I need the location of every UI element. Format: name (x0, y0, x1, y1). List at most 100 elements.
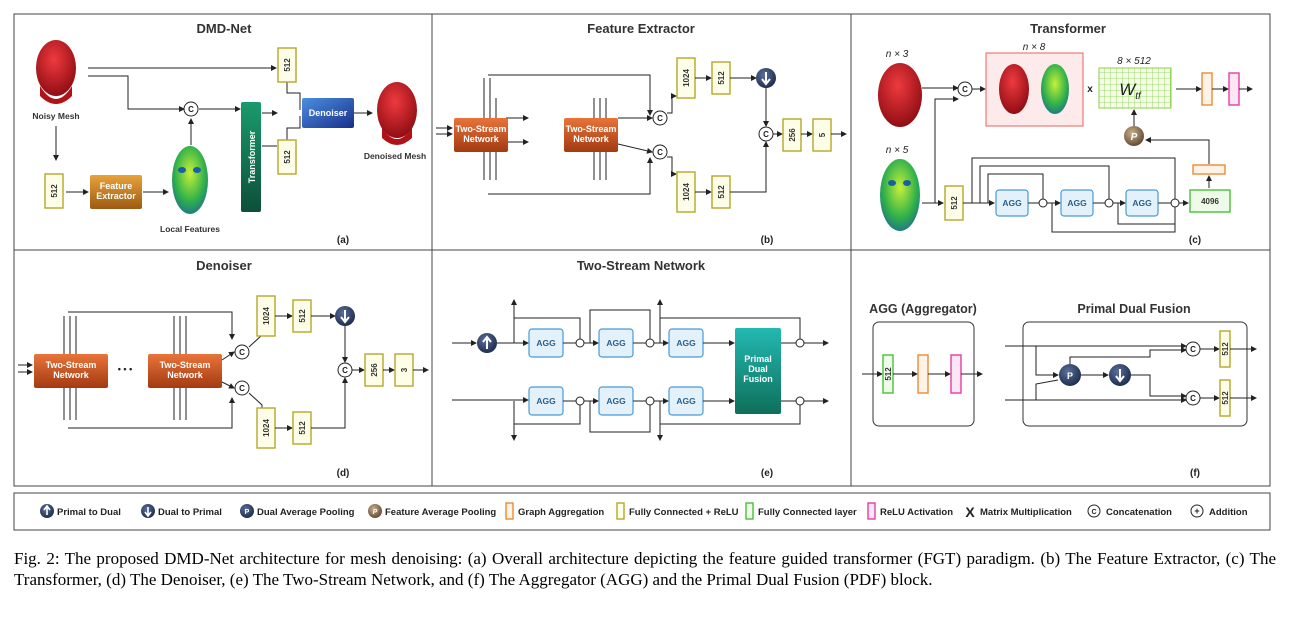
dim-label: 8 × 512 (1117, 56, 1151, 67)
panel-a-label: (a) (337, 235, 349, 246)
panel-b-title: Feature Extractor (587, 21, 695, 36)
fc-label: 512 (717, 71, 726, 85)
denoiser-label: Denoiser (309, 108, 348, 118)
concat-icon (234, 344, 250, 360)
fc-label: 1024 (262, 419, 271, 437)
concat-icon (234, 380, 250, 396)
fc-relu-box (277, 47, 297, 83)
legend-label: Fully Connected layer (758, 507, 857, 518)
svg-text:P: P (245, 509, 250, 516)
fc-relu-box (44, 173, 64, 209)
fc-label: 512 (884, 367, 893, 381)
legend-item: Fully Connected + ReLU (616, 502, 739, 520)
concat-label: C (239, 384, 245, 393)
fc-label: 1024 (682, 183, 691, 201)
panel-f: AGG (Aggregator) 512 Primal Dual Fusion … (862, 302, 1257, 479)
addition-icon (795, 396, 805, 406)
dim-label: n × 3 (886, 49, 909, 60)
concat-label: C (1190, 345, 1196, 354)
fc-relu-box (277, 139, 297, 175)
panel-e: Two-Stream Network AGG AGG AGG AGG AGG A… (452, 258, 829, 479)
panel-c-label: (c) (1189, 235, 1201, 246)
pool-label: P (1131, 132, 1138, 143)
feature-average-pooling-icon (1124, 126, 1144, 146)
pdf-title: Primal Dual Fusion (1077, 302, 1190, 316)
concat-label: C (1190, 394, 1196, 403)
fc-label: 512 (298, 421, 307, 435)
local-features-image (172, 146, 208, 214)
addition-icon (1170, 198, 1180, 208)
legend-label: Feature Average Pooling (385, 507, 496, 518)
legend-label: ReLU Activation (880, 507, 953, 518)
matrix-multiplication-icon: X (965, 504, 975, 520)
fc-label: 5 (818, 132, 827, 137)
legend-label: Concatenation (1106, 507, 1172, 518)
agg-label: AGG (676, 338, 696, 348)
fc-label: 512 (283, 58, 292, 72)
transformer-label: Transformer (247, 130, 257, 183)
legend-item: Graph Aggregation (505, 502, 604, 520)
legend-label: Dual Average Pooling (257, 507, 355, 518)
fc-label: 1024 (262, 307, 271, 325)
fc-label: 512 (950, 196, 959, 210)
fc-label: 512 (1221, 342, 1230, 356)
legend-item: P Feature Average Pooling (368, 504, 496, 518)
two-stream-block (454, 118, 508, 152)
pool-label: P (1067, 371, 1073, 381)
fc-label: 512 (283, 150, 292, 164)
panel-b-label: (b) (761, 235, 774, 246)
concat-icon (652, 110, 668, 126)
legend-label: Graph Aggregation (518, 507, 604, 518)
two-stream-block (34, 354, 108, 388)
fc-label: 256 (370, 363, 379, 377)
legend-item: C Concatenation (1087, 504, 1172, 518)
concat-icon (183, 101, 199, 117)
panel-a-title: DMD-Net (197, 21, 253, 36)
dim-label: n × 5 (886, 145, 909, 156)
relu-activation-icon (867, 502, 876, 520)
fully-connected-relu-icon (616, 502, 625, 520)
concat-label: C (763, 130, 769, 139)
addition-icon (575, 338, 585, 348)
graph-aggregation-box (917, 354, 929, 394)
fc-label: 4096 (1201, 197, 1219, 206)
denoised-mesh-label: Denoised Mesh (364, 151, 426, 161)
legend-label: Matrix Multiplication (980, 507, 1072, 518)
dual-average-pooling-icon (240, 504, 254, 518)
figure-caption: Fig. 2: The proposed DMD-Net architectur… (14, 549, 1276, 589)
addition-icon (575, 396, 585, 406)
legend: Primal to Dual Dual to Primal P Dual Ave… (40, 502, 1248, 520)
fc-label: 512 (1221, 391, 1230, 405)
svg-text:P: P (373, 509, 378, 516)
concat-label: C (342, 366, 348, 375)
fc-label: 512 (50, 184, 59, 198)
transformer-block (241, 102, 261, 212)
legend-label: Primal to Dual (57, 507, 121, 518)
dual-average-pooling-icon (1059, 364, 1081, 386)
fully-connected-box (1189, 189, 1231, 213)
noisy-mesh-image (36, 40, 76, 104)
fc-relu-box (782, 118, 802, 152)
concat-icon (652, 144, 668, 160)
agg-label: AGG (1132, 198, 1152, 208)
addition-icon (1190, 504, 1204, 518)
feature-average-pooling-icon (368, 504, 382, 518)
legend-item: P Dual Average Pooling (240, 504, 355, 518)
agg-label: AGG (606, 396, 626, 406)
weight-symbol: Wtf (1119, 80, 1142, 102)
addition-icon (1104, 198, 1114, 208)
concat-label: C (657, 148, 663, 157)
graph-aggregation-box (1192, 164, 1226, 175)
agg-label: AGG (1002, 198, 1022, 208)
fc-label: 512 (298, 309, 307, 323)
concat-label: C (239, 348, 245, 357)
panel-c-title: Transformer (1030, 21, 1106, 36)
legend-label: Addition (1209, 507, 1248, 518)
noisy-mesh-image (878, 63, 922, 127)
relu-box (950, 354, 962, 394)
